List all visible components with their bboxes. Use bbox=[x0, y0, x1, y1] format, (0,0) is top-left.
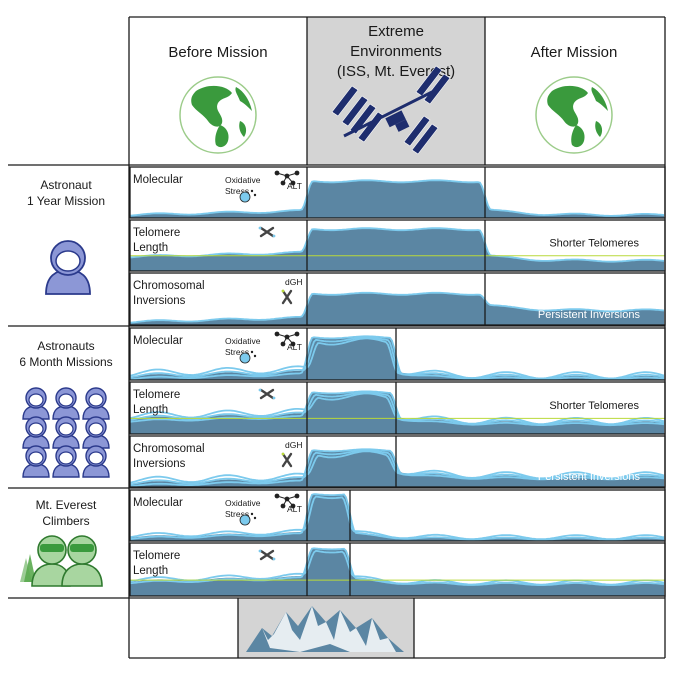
row-label: Length bbox=[133, 565, 168, 577]
shorter-telomeres-label: Shorter Telomeres bbox=[549, 400, 639, 412]
header-extreme-line3: (ISS, Mt. Everest) bbox=[337, 63, 455, 80]
astronaut-group-icon bbox=[22, 387, 110, 478]
group-2-title-line1: Astronauts bbox=[37, 339, 94, 353]
profile-line bbox=[129, 291, 665, 324]
dgh-label: dGH bbox=[285, 440, 302, 450]
alt-label: ALT bbox=[287, 504, 302, 514]
astronaut-icon bbox=[22, 387, 50, 420]
astronaut-icon bbox=[52, 445, 80, 478]
oxidative-label: Oxidative bbox=[225, 336, 261, 346]
row-label: Inversions bbox=[133, 295, 186, 307]
profile-line bbox=[129, 495, 665, 541]
group-1-title-line1: Astronaut bbox=[40, 178, 92, 192]
stress-label: Stress bbox=[225, 186, 249, 196]
profile-line bbox=[129, 179, 665, 217]
shorter-telomeres-label: Shorter Telomeres bbox=[549, 238, 639, 250]
chromosome-icon bbox=[258, 549, 276, 561]
row-label: Telomere bbox=[133, 550, 180, 562]
alt-label: ALT bbox=[287, 181, 302, 191]
molecule-icon bbox=[274, 493, 300, 509]
climber-icon bbox=[20, 535, 103, 587]
astronaut-icon bbox=[52, 387, 80, 420]
oxidative-stress-icon bbox=[239, 512, 257, 526]
extreme-header-bg bbox=[307, 17, 485, 165]
profile-line bbox=[129, 448, 665, 488]
row-label: Length bbox=[133, 404, 168, 416]
oxidative-stress-icon bbox=[239, 189, 257, 203]
stress-label: Stress bbox=[225, 509, 249, 519]
row-label: Molecular bbox=[133, 174, 183, 186]
astronaut-icon bbox=[82, 416, 110, 449]
group-2-title-line2: 6 Month Missions bbox=[19, 355, 112, 369]
astronaut-icon bbox=[45, 240, 91, 295]
row-label: Chromosomal bbox=[133, 280, 205, 292]
row-label: Chromosomal bbox=[133, 443, 205, 455]
iss-icon bbox=[331, 65, 451, 155]
stress-label: Stress bbox=[225, 347, 249, 357]
row-label: Length bbox=[133, 242, 168, 254]
row-label: Telomere bbox=[133, 389, 180, 401]
profile-line bbox=[129, 449, 665, 486]
alt-label: ALT bbox=[287, 342, 302, 352]
astronaut-icon bbox=[22, 445, 50, 478]
oxidative-label: Oxidative bbox=[225, 175, 261, 185]
profile-line bbox=[129, 391, 665, 426]
astronaut-icon bbox=[52, 416, 80, 449]
chromosome-icon bbox=[258, 226, 276, 238]
chromosome-icon bbox=[281, 289, 293, 305]
header-after-mission: After Mission bbox=[531, 44, 618, 61]
mountain-icon bbox=[246, 606, 404, 652]
astronaut-icon bbox=[22, 416, 50, 449]
chromosome-icon bbox=[281, 452, 293, 468]
oxidative-stress-icon bbox=[239, 350, 257, 364]
astronaut-icon bbox=[82, 387, 110, 420]
dgh-label: dGH bbox=[285, 277, 302, 287]
earth-icon bbox=[535, 76, 613, 154]
profile-area bbox=[130, 292, 664, 325]
profile-line bbox=[129, 335, 665, 381]
group-1-title-line2: 1 Year Mission bbox=[27, 194, 105, 208]
astronaut-icon bbox=[82, 445, 110, 478]
chromosome-icon bbox=[258, 388, 276, 400]
profile-area bbox=[130, 180, 664, 218]
group-3-title-line2: Climbers bbox=[42, 514, 89, 528]
profile-line bbox=[129, 336, 665, 380]
row-label: Molecular bbox=[133, 335, 183, 347]
row-label: Inversions bbox=[133, 458, 186, 470]
profile-line bbox=[129, 337, 665, 380]
header-extreme-line2: Environments bbox=[350, 43, 442, 60]
persistent-inversions-label: Persistent Inversions bbox=[538, 309, 641, 321]
header-before-mission: Before Mission bbox=[168, 44, 267, 61]
persistent-inversions-label: Persistent Inversions bbox=[538, 471, 641, 483]
molecule-icon bbox=[274, 331, 300, 347]
oxidative-label: Oxidative bbox=[225, 498, 261, 508]
header-extreme-line1: Extreme bbox=[368, 23, 424, 40]
row-label: Molecular bbox=[133, 497, 183, 509]
profile-line bbox=[129, 450, 665, 484]
group-3-title-line1: Mt. Everest bbox=[36, 498, 97, 512]
row-label: Telomere bbox=[133, 227, 180, 239]
earth-icon bbox=[179, 76, 257, 154]
profile-line bbox=[129, 227, 665, 263]
molecule-icon bbox=[274, 170, 300, 186]
